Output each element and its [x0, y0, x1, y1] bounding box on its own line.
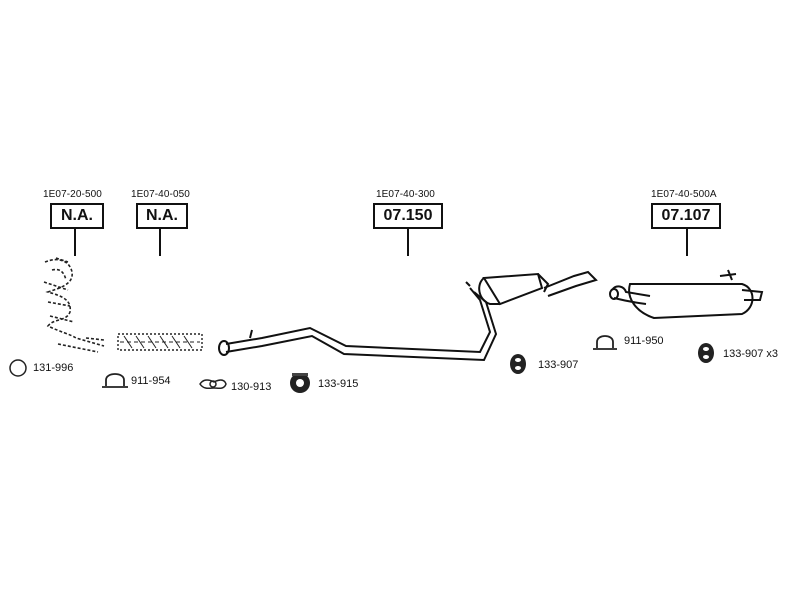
rear-muffler — [609, 269, 764, 320]
flex-pipe — [117, 333, 203, 351]
ref-box-flex-pipe: N.A. — [136, 203, 188, 229]
part-code-center-pipe: 1E07-40-300 — [376, 189, 435, 200]
ref-box-manifold: N.A. — [50, 203, 104, 229]
front-pipe-center-muffler — [218, 270, 598, 362]
accessory-label: 133-907 — [538, 359, 579, 371]
accessory-label: 133-907 x3 — [723, 348, 779, 360]
ref-box-rear-muffler: 07.107 — [651, 203, 721, 229]
part-code-rear-muffler: 1E07-40-500A — [651, 189, 717, 200]
accessory-label: 130-913 — [231, 381, 272, 393]
rubber-hanger-icon — [698, 343, 714, 363]
accessory-label: 133-915 — [318, 378, 359, 390]
rubber-hanger-icon — [510, 354, 526, 374]
accessory-label: 911-954 — [131, 375, 171, 387]
clamp-icon — [593, 335, 617, 350]
ring-icon — [9, 359, 27, 377]
ref-box-center-pipe: 07.150 — [373, 203, 443, 229]
part-code-flex-pipe: 1E07-40-050 — [131, 189, 190, 200]
rubber-mount-icon — [290, 373, 310, 393]
exhaust-manifold — [43, 257, 105, 353]
accessory-label: 911-950 — [624, 335, 664, 347]
clamp-icon — [102, 373, 128, 388]
part-code-manifold: 1E07-20-500 — [43, 189, 102, 200]
accessory-label: 131-996 — [33, 362, 74, 374]
flange-gasket-icon — [199, 379, 227, 390]
